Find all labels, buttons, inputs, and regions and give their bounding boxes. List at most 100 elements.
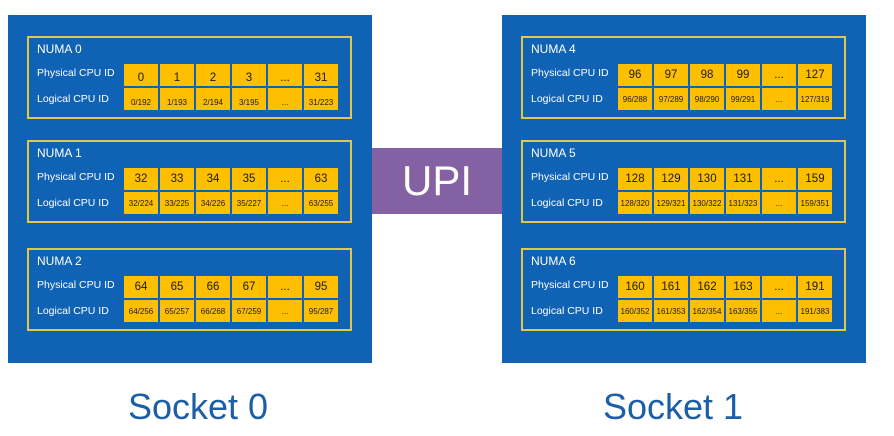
logical-cpu-cell: 31/223 — [303, 87, 339, 111]
physical-cpu-cell: 3 — [231, 63, 267, 87]
numa-title: NUMA 4 — [531, 42, 576, 56]
physical-cpu-cell: 130 — [689, 167, 725, 191]
physical-cpu-cell: 99 — [725, 63, 761, 87]
logical-cpu-cell: ... — [761, 299, 797, 323]
upi-interconnect: UPI — [372, 148, 502, 214]
logical-cpu-id-label: Logical CPU ID — [37, 93, 109, 105]
physical-cpu-id-label: Physical CPU ID — [531, 171, 609, 183]
logical-cpu-cell: 159/351 — [797, 191, 833, 215]
logical-cpu-cell: 96/288 — [617, 87, 653, 111]
physical-cpu-cell: ... — [267, 167, 303, 191]
physical-cpu-cell: 162 — [689, 275, 725, 299]
physical-cpu-cell: 96 — [617, 63, 653, 87]
physical-cpu-cell: 97 — [653, 63, 689, 87]
logical-cpu-cell: 162/354 — [689, 299, 725, 323]
logical-cpu-cell: 163/355 — [725, 299, 761, 323]
logical-cpu-cell: ... — [267, 299, 303, 323]
logical-cpu-cell: 97/289 — [653, 87, 689, 111]
logical-cpu-cell: ... — [761, 191, 797, 215]
physical-cpu-cell: 33 — [159, 167, 195, 191]
logical-cpu-cell: 129/321 — [653, 191, 689, 215]
logical-cpu-id-label: Logical CPU ID — [531, 197, 603, 209]
physical-cpu-cell: ... — [761, 167, 797, 191]
physical-cpu-cell: 0 — [123, 63, 159, 87]
physical-cpu-cell: 31 — [303, 63, 339, 87]
logical-cpu-id-label: Logical CPU ID — [531, 93, 603, 105]
logical-cpu-id-label: Logical CPU ID — [37, 197, 109, 209]
socket-0-label: Socket 0 — [128, 386, 269, 427]
physical-cpu-cell: 163 — [725, 275, 761, 299]
physical-cpu-id-label: Physical CPU ID — [37, 171, 115, 183]
logical-cpu-cell: 1/193 — [159, 87, 195, 111]
physical-cpu-cell: 63 — [303, 167, 339, 191]
physical-cpu-cell: 131 — [725, 167, 761, 191]
logical-cpu-cell: ... — [267, 87, 303, 111]
physical-cpu-cell: 2 — [195, 63, 231, 87]
logical-cpu-cell: 34/226 — [195, 191, 231, 215]
logical-cpu-id-label: Logical CPU ID — [37, 305, 109, 317]
logical-cpu-cell: ... — [267, 191, 303, 215]
physical-cpu-cell: 159 — [797, 167, 833, 191]
physical-cpu-id-label: Physical CPU ID — [37, 279, 115, 291]
numa-title: NUMA 1 — [37, 146, 82, 160]
logical-cpu-cell: 95/287 — [303, 299, 339, 323]
physical-cpu-cell: 66 — [195, 275, 231, 299]
physical-cpu-cell: 98 — [689, 63, 725, 87]
logical-cpu-cell: 65/257 — [159, 299, 195, 323]
physical-cpu-cell: ... — [761, 63, 797, 87]
physical-cpu-cell: ... — [761, 275, 797, 299]
physical-cpu-cell: 65 — [159, 275, 195, 299]
logical-cpu-cell: 67/259 — [231, 299, 267, 323]
logical-cpu-cell: 0/192 — [123, 87, 159, 111]
numa-title: NUMA 5 — [531, 146, 576, 160]
logical-cpu-cell: 32/224 — [123, 191, 159, 215]
logical-cpu-cell: 66/268 — [195, 299, 231, 323]
physical-cpu-cell: ... — [267, 63, 303, 87]
physical-cpu-cell: 128 — [617, 167, 653, 191]
physical-cpu-cell: 67 — [231, 275, 267, 299]
logical-cpu-cell: ... — [761, 87, 797, 111]
logical-cpu-cell: 33/225 — [159, 191, 195, 215]
logical-cpu-cell: 191/383 — [797, 299, 833, 323]
physical-cpu-cell: 34 — [195, 167, 231, 191]
physical-cpu-cell: 161 — [653, 275, 689, 299]
logical-cpu-cell: 99/291 — [725, 87, 761, 111]
logical-cpu-cell: 127/319 — [797, 87, 833, 111]
logical-cpu-id-label: Logical CPU ID — [531, 305, 603, 317]
physical-cpu-id-label: Physical CPU ID — [531, 67, 609, 79]
socket-1-label: Socket 1 — [603, 386, 744, 427]
numa-title: NUMA 6 — [531, 254, 576, 268]
physical-cpu-cell: 35 — [231, 167, 267, 191]
physical-cpu-cell: 64 — [123, 275, 159, 299]
physical-cpu-cell: 127 — [797, 63, 833, 87]
physical-cpu-cell: 1 — [159, 63, 195, 87]
logical-cpu-cell: 2/194 — [195, 87, 231, 111]
logical-cpu-cell: 35/227 — [231, 191, 267, 215]
logical-cpu-cell: 64/256 — [123, 299, 159, 323]
logical-cpu-cell: 98/290 — [689, 87, 725, 111]
physical-cpu-cell: 160 — [617, 275, 653, 299]
physical-cpu-id-label: Physical CPU ID — [531, 279, 609, 291]
numa-title: NUMA 2 — [37, 254, 82, 268]
logical-cpu-cell: 131/323 — [725, 191, 761, 215]
physical-cpu-cell: ... — [267, 275, 303, 299]
logical-cpu-cell: 161/353 — [653, 299, 689, 323]
logical-cpu-cell: 3/195 — [231, 87, 267, 111]
logical-cpu-cell: 130/322 — [689, 191, 725, 215]
physical-cpu-id-label: Physical CPU ID — [37, 67, 115, 79]
physical-cpu-cell: 191 — [797, 275, 833, 299]
logical-cpu-cell: 63/255 — [303, 191, 339, 215]
physical-cpu-cell: 32 — [123, 167, 159, 191]
